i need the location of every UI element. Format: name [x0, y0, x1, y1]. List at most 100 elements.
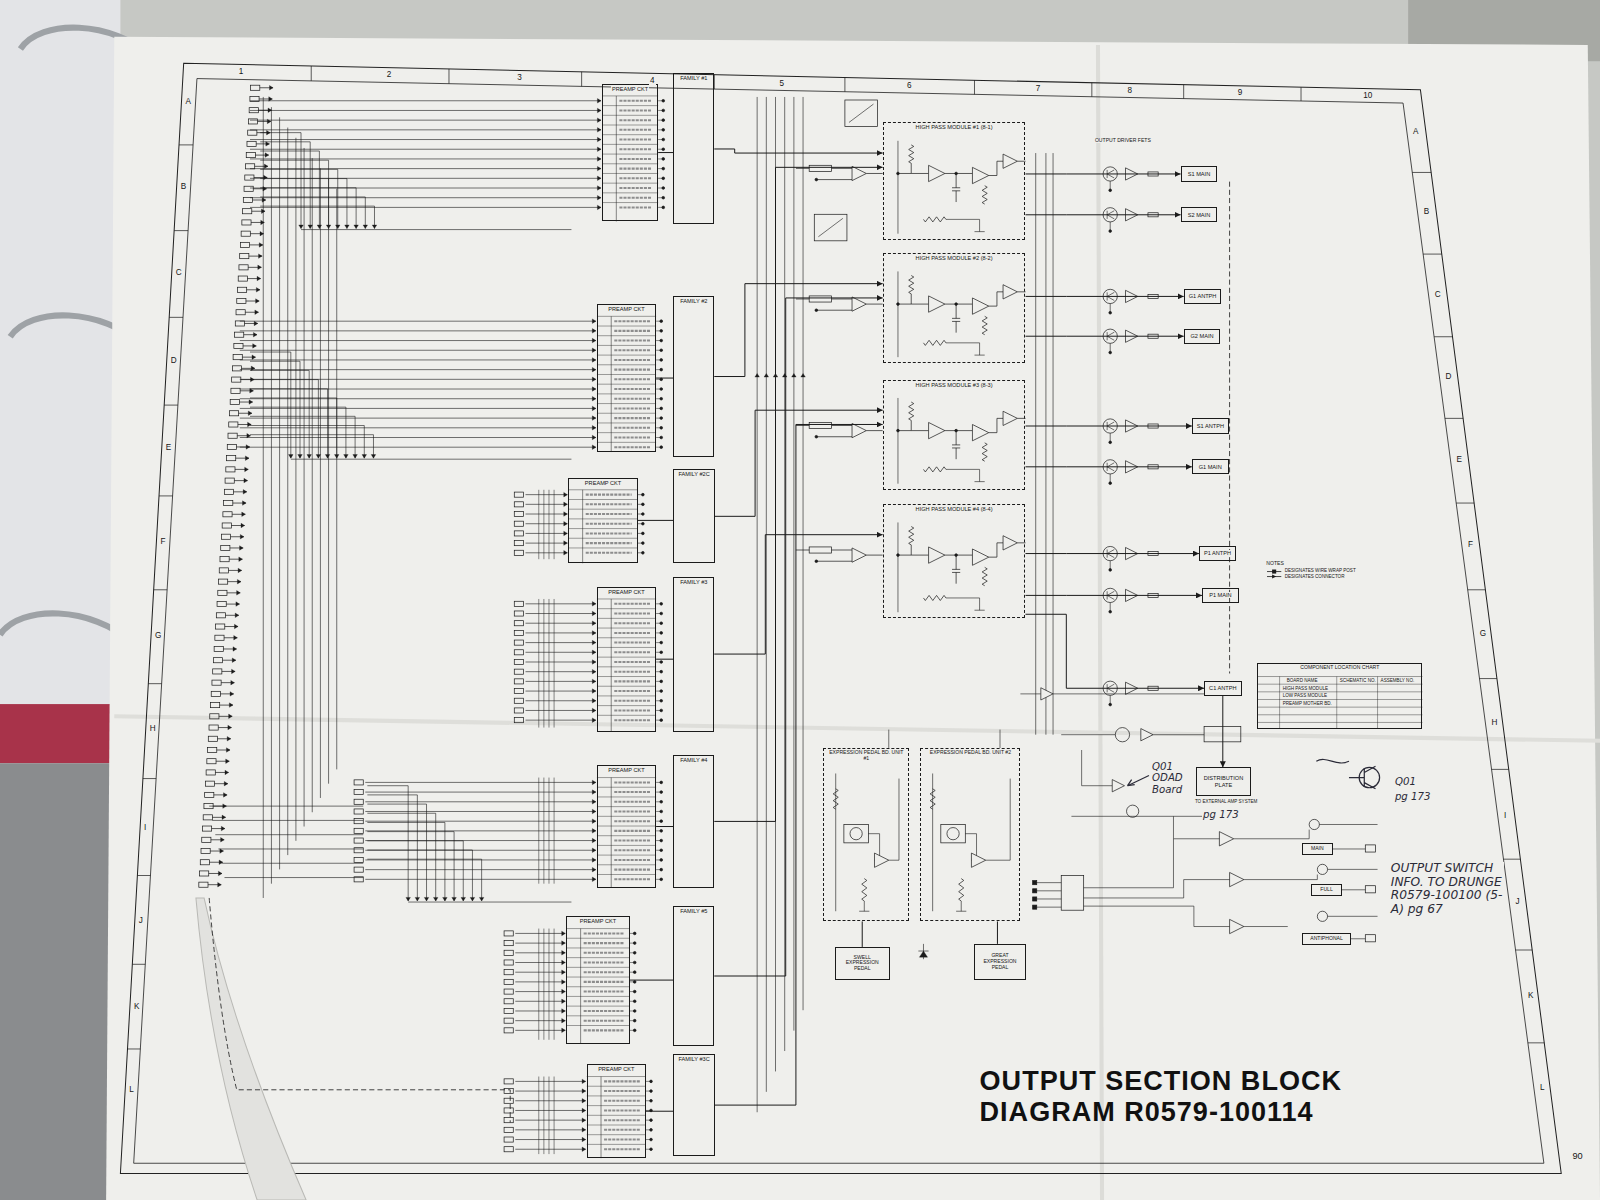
- grid-tick: [1503, 859, 1520, 860]
- wire: [526, 632, 596, 633]
- connector-post: [1365, 935, 1375, 942]
- arrowhead: [592, 877, 596, 881]
- input-post: [504, 1137, 513, 1142]
- grid-reference: G: [154, 632, 162, 641]
- expression-unit: EXPRESSION PEDAL BD. UNIT #2: [920, 748, 1020, 921]
- input-post: [229, 422, 238, 427]
- connector-post: [1033, 889, 1037, 893]
- table-rule: [597, 598, 656, 599]
- grid-reference: C: [175, 269, 183, 278]
- wire: [240, 321, 596, 322]
- connector-post: [1033, 897, 1037, 901]
- junction-dot: [955, 172, 958, 175]
- junction-dot: [660, 670, 663, 673]
- wire: [1017, 542, 1025, 543]
- input-post: [514, 502, 523, 507]
- part-code-mark: [614, 810, 650, 812]
- arrowhead: [782, 373, 786, 377]
- wire: [365, 859, 596, 860]
- wire: [515, 1081, 585, 1082]
- wire: [515, 1149, 585, 1150]
- arrowhead: [262, 198, 266, 202]
- part-code-mark: [614, 603, 650, 605]
- box-label: G1 MAIN: [1198, 464, 1223, 470]
- wire: [835, 773, 836, 911]
- transistor-symbol: [947, 828, 959, 840]
- grid-reference: K: [133, 1003, 140, 1012]
- input-post: [243, 209, 252, 214]
- part-code-mark: [584, 971, 624, 973]
- input-post: [230, 399, 239, 404]
- arrowhead: [597, 205, 601, 209]
- junction-dot: [633, 932, 636, 935]
- table-rule: [597, 335, 656, 336]
- capacitor-symbol: [952, 431, 960, 460]
- junction-dot: [660, 339, 663, 342]
- arrowhead: [592, 435, 596, 439]
- wire: [945, 304, 973, 305]
- wire: [209, 806, 363, 807]
- part-code-mark: [614, 781, 650, 783]
- input-post: [504, 1079, 513, 1084]
- table-rule: [602, 144, 658, 145]
- junction-dot: [660, 849, 663, 852]
- arrowhead: [592, 708, 596, 712]
- junction-dot: [815, 560, 818, 563]
- wire: [986, 779, 1010, 861]
- wire: [260, 133, 301, 229]
- input-post: [211, 691, 220, 696]
- wire: [911, 545, 928, 555]
- table-rule: [568, 538, 637, 539]
- part-code-mark: [604, 1100, 640, 1102]
- binder-cover: [0, 0, 120, 1200]
- table-rule: [597, 705, 656, 706]
- table-rule: [597, 355, 656, 356]
- part-code-mark: [614, 612, 650, 614]
- input-post: [218, 590, 227, 595]
- wire: [250, 352, 291, 458]
- wire: [1053, 153, 1054, 735]
- grid-tick: [1492, 769, 1509, 770]
- arrowhead: [592, 358, 596, 362]
- capacitor-symbol: [952, 555, 960, 584]
- arrowhead: [592, 848, 596, 852]
- resistor-symbol: [982, 316, 987, 334]
- wire-wrap-post-symbol: [1272, 569, 1276, 573]
- wire: [295, 138, 296, 841]
- part-code-mark: [614, 791, 650, 793]
- input-post: [216, 624, 225, 629]
- part-code-mark: [614, 671, 650, 673]
- table-rule: [566, 1015, 629, 1016]
- wire: [320, 168, 321, 798]
- junction-dot: [1109, 703, 1112, 706]
- arrowhead: [354, 225, 358, 229]
- junction-dot: [662, 148, 665, 151]
- table-rule: [566, 947, 629, 948]
- wire: [548, 490, 549, 559]
- arrowhead: [562, 941, 566, 945]
- arrowhead: [228, 725, 232, 729]
- wire: [367, 804, 426, 901]
- wire: [526, 691, 596, 692]
- input-post: [219, 579, 228, 584]
- transistor-symbol: [1115, 728, 1129, 742]
- table-rule: [597, 715, 656, 716]
- wire: [538, 1077, 539, 1155]
- grid-tick: [179, 144, 193, 145]
- tremolo-box: [814, 214, 847, 241]
- junction-dot: [650, 1138, 653, 1141]
- frame-outer: [120, 63, 1561, 1173]
- arrowhead: [592, 819, 596, 823]
- table-rule: [597, 384, 656, 385]
- wire: [757, 97, 758, 1112]
- junction-dot: [662, 119, 665, 122]
- wire: [898, 304, 911, 305]
- box-label: HIGH PASS MODULE #3 (8-3): [915, 382, 994, 388]
- box-label: P1 ANTPH: [1203, 550, 1232, 556]
- grid-reference: B: [180, 183, 187, 192]
- input-post: [504, 1147, 513, 1152]
- amplifier-symbol: [1041, 688, 1053, 700]
- grid-reference: F: [1467, 541, 1474, 550]
- annotation: HIGH PASS MODULE: [1282, 686, 1329, 691]
- junction-dot: [660, 651, 663, 654]
